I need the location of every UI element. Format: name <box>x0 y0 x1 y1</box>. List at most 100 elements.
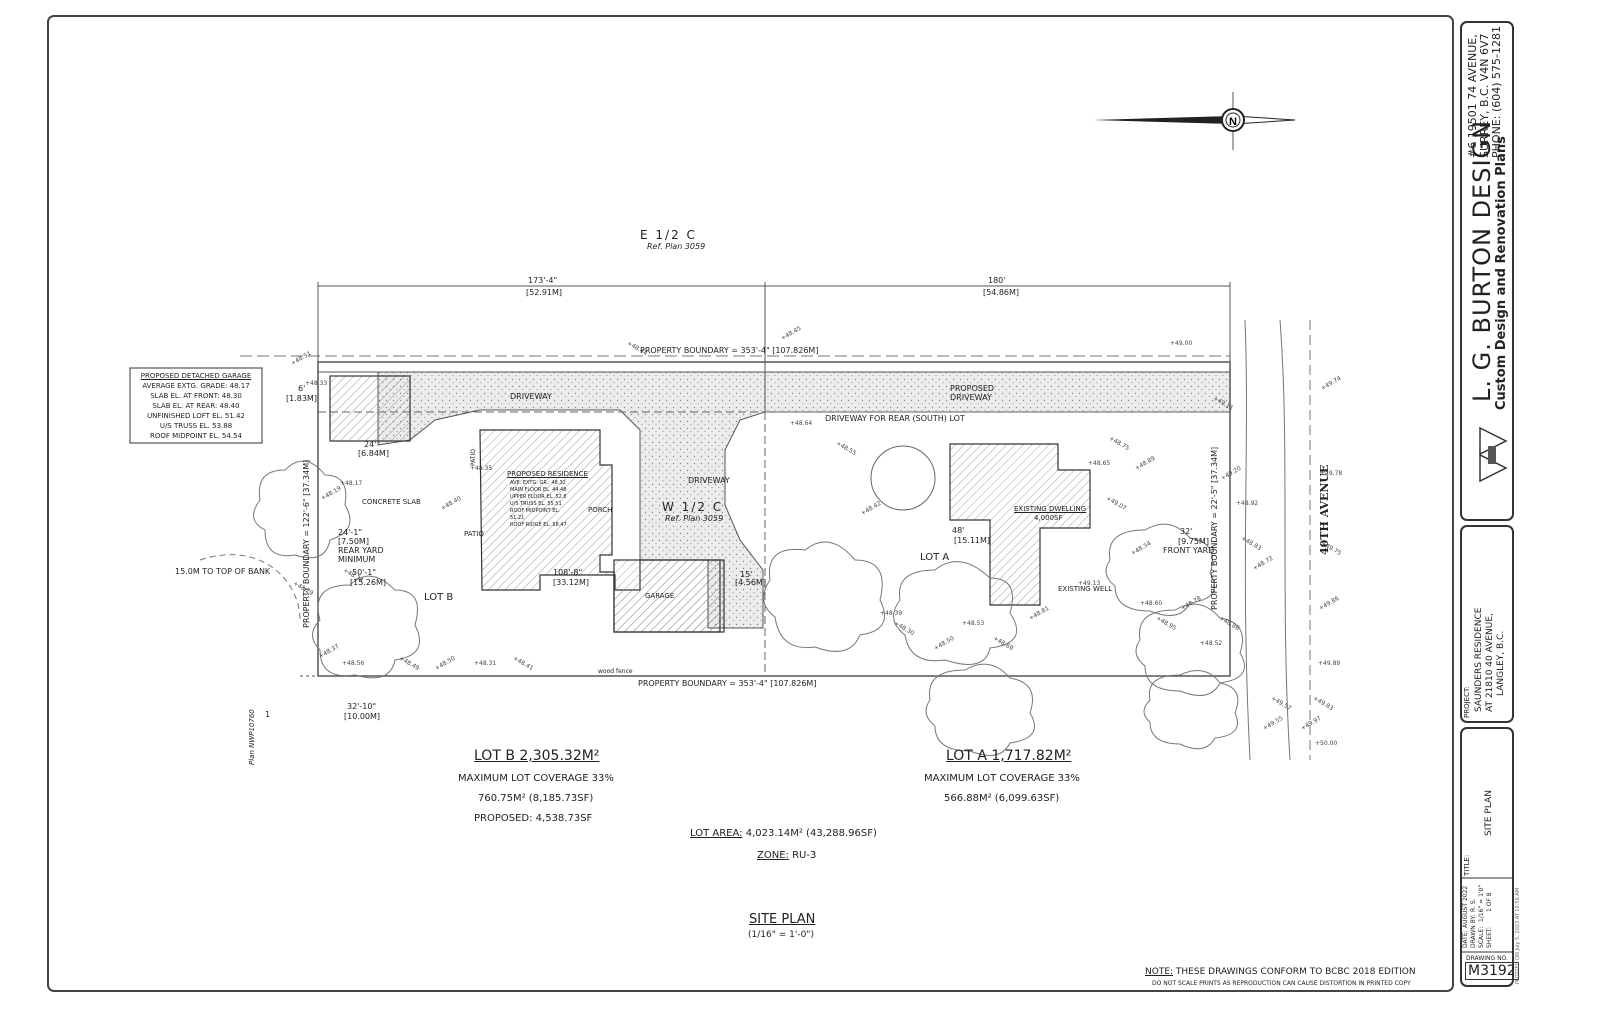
drawn-value: R. S. <box>1470 898 1477 913</box>
residence-note: U/S TRUSS EL. 55.51 <box>510 501 562 507</box>
spot-elevation: +48.56 <box>342 660 365 667</box>
detached-garage-title: PROPOSED DETACHED GARAGE <box>140 372 252 380</box>
title-block-project <box>1460 525 1514 723</box>
title-block-title <box>1460 727 1514 987</box>
firm-tagline: Custom Design and Renovation Plans <box>1494 136 1509 410</box>
title-block-firm <box>1460 21 1514 521</box>
east-half-label: E 1/2 C <box>640 228 697 242</box>
driveway-rear-label: DRIVEWAY FOR REAR (SOUTH) LOT <box>825 414 965 423</box>
north-arrow-icon <box>1093 92 1296 150</box>
front-yard-label: FRONT YARD <box>1163 546 1215 555</box>
firm-phone: PHONE: (604) 575-1281 <box>1490 26 1503 158</box>
driveway-label-1: DRIVEWAY <box>510 392 552 401</box>
scale-label: SCALE: <box>1478 926 1485 948</box>
spot-elevation: +48.39 <box>880 610 903 617</box>
project-line-2: AT 21810 40 AVENUE, <box>1485 613 1495 712</box>
site-plan-title: SITE PLAN <box>749 912 816 927</box>
title-label: TITLE: <box>1463 854 1471 876</box>
spot-elevation: +50.00 <box>1315 740 1338 747</box>
lot-b-proposed: PROPOSED: 4,538.73SF <box>474 813 593 824</box>
spot-elevation: +48.31 <box>474 660 497 667</box>
spot-elevation: +48.64 <box>790 420 813 427</box>
dim-32-10: 32'-10" <box>347 702 377 711</box>
dim-24-m: [6.84M] <box>358 449 389 458</box>
plan-number: 1 <box>265 710 271 719</box>
scale-warning: DO NOT SCALE PRINTS AS REPRODUCTION CAN … <box>1152 980 1411 987</box>
dim-6-m: [1.83M] <box>286 394 317 403</box>
spot-elevation: +48.53 <box>962 620 985 627</box>
detached-garage-footprint <box>329 375 411 442</box>
top-of-bank-line <box>199 554 301 621</box>
existing-dwelling-area: 4,000SF <box>1034 514 1063 522</box>
lot-area: LOT AREA: 4,023.14M² (43,288.96SF) <box>690 828 877 839</box>
zone: ZONE: RU-3 <box>757 850 816 861</box>
lot-area-value: 4,023.14M² (43,288.96SF) <box>745 828 877 839</box>
date-label: DATE: <box>1462 930 1469 948</box>
concrete-slab-label: CONCRETE SLAB <box>362 498 421 506</box>
residence-note: ROOF MIDPOINT EL. 51.21 <box>510 508 560 521</box>
detached-garage-line: SLAB EL. AT FRONT: 48.30 <box>150 392 242 400</box>
property-boundary-bottom: PROPERTY BOUNDARY = 353'-4" [107.826M] <box>638 679 817 688</box>
detached-garage-note: PROPOSED DETACHED GARAGE AVERAGE EXTG. G… <box>134 371 258 441</box>
proposed-residence-title: PROPOSED RESIDENCE <box>507 470 588 478</box>
dim-32-m: [9.75M] <box>1178 537 1209 546</box>
dim-top-right-m: [54.86M] <box>983 288 1020 297</box>
lot-a-coverage: MAXIMUM LOT COVERAGE 33% <box>924 773 1080 784</box>
west-half-ref: Ref. Plan 3059 <box>665 514 724 523</box>
lot-a-plan-label: LOT A <box>920 552 950 563</box>
tree-canopies <box>253 460 1245 756</box>
tree-canopy <box>870 445 936 511</box>
property-boundary-right: PROPERTY BOUNDARY = 22'-5" [37.34M] <box>1210 446 1219 610</box>
detached-garage-line: U/S TRUSS EL. 53.88 <box>159 422 233 430</box>
existing-dwelling-label: EXISTING DWELLING <box>1014 505 1087 513</box>
plan-reference: Plan NWP10760 <box>248 709 256 765</box>
note-label: NOTE: <box>1145 967 1174 977</box>
spot-elevation: +48.17 <box>340 480 363 487</box>
zone-label: ZONE: <box>757 850 789 861</box>
top-of-bank-label: 15.0M TO TOP OF BANK <box>175 567 271 576</box>
dim-top-left-m: [52.91M] <box>526 288 563 297</box>
dim-top-left: 173'-4" <box>528 276 558 285</box>
spot-elevation: +49.78 <box>1320 470 1343 477</box>
driveway-label-2: DRIVEWAY <box>688 476 730 485</box>
dim-6: 6' <box>298 384 306 393</box>
drawing-number: M3192 <box>1465 962 1519 980</box>
existing-dwelling-footprint <box>949 443 1091 606</box>
spot-elevation: +49.00 <box>1170 340 1193 347</box>
property-boundary-left: PROPERTY BOUNDARY = 122'-6" [37.34M] <box>302 459 311 628</box>
dim-108-m: [33.12M] <box>553 578 590 587</box>
dim-48: 48' <box>952 526 965 535</box>
dim-48-m: [15.11M] <box>954 536 991 545</box>
spot-elevation: +48.92 <box>1236 500 1259 507</box>
spot-elevation: +48.60 <box>1140 600 1163 607</box>
dim-108: 108'-8" <box>553 568 583 577</box>
drawing-frame <box>47 15 1454 992</box>
residence-notes: AVE. EXTG. GR.: 48.32 MAIN FLOOR EL. 44.… <box>510 480 570 529</box>
spot-elevation: +49.89 <box>1318 660 1341 667</box>
residence-note: MAIN FLOOR EL. 44.48 <box>510 487 567 493</box>
date-value: AUGUST 2022 <box>1462 885 1469 928</box>
existing-well-label: EXISTING WELL <box>1058 585 1113 593</box>
firm-logo-icon <box>1479 426 1508 483</box>
project-line-1: SAUNDERS RESIDENCE <box>1474 607 1484 712</box>
note-text: THESE DRAWINGS CONFORM TO BCBC 2018 EDIT… <box>1175 967 1416 977</box>
detached-garage-note-box <box>129 367 263 444</box>
lot-a-title: LOT A 1,717.82M² <box>946 748 1072 764</box>
property-boundary-top: PROPERTY BOUNDARY = 353'-4" [107.826M] <box>640 346 819 355</box>
zone-value: RU-3 <box>792 850 817 861</box>
drawing-no-label: DRAWING NO. <box>1466 955 1508 962</box>
rear-yard-note: 24'-1" [7.50M] REAR YARD MINIMUM <box>338 528 384 564</box>
lot-b-title: LOT B 2,305.32M² <box>474 748 600 764</box>
firm-name: L. G. BURTON DESIGN <box>1468 119 1496 402</box>
north-label: N <box>1229 116 1237 128</box>
plot-stamp: PLOTTED ON July 5, 2023 AT 10:56 AM <box>1515 887 1521 984</box>
lot-a-max: 566.88M² (6,099.63SF) <box>944 793 1060 804</box>
detached-garage-line: UNFINISHED LOFT EL. 51.42 <box>147 412 245 420</box>
residence-note: UPPER FLOOR EL. 52.8 <box>510 494 567 500</box>
project-line-3: LANGLEY, B.C. <box>1496 630 1506 696</box>
drawn-label: DRAWN BY: <box>1470 914 1477 948</box>
dim-50: 50'-1" <box>352 568 377 577</box>
spot-elevation: +48.35 <box>470 465 493 472</box>
proposed-driveway-label: PROPOSED DRIVEWAY <box>950 384 995 402</box>
dim-50-m: [15.26M] <box>350 578 387 587</box>
